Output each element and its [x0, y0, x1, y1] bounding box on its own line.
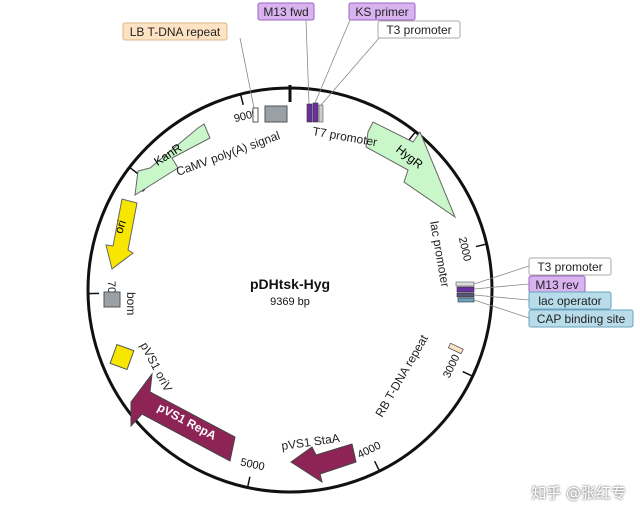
tick-mark — [247, 476, 251, 487]
kanr-arrow — [134, 123, 211, 196]
primer-cluster-top — [306, 102, 324, 123]
t7-promoter-label: T7 promoter — [311, 124, 378, 149]
rb-tdna-block — [447, 342, 464, 355]
svg-text:KS primer: KS primer — [355, 5, 408, 19]
tick-label: 5000 — [239, 456, 265, 473]
tick-mark — [475, 243, 486, 248]
callout-m13-fwd: M13 fwd — [257, 2, 315, 21]
callout-t3-promoter-right: T3 promoter — [528, 257, 612, 276]
tick-label: 4000 — [356, 440, 383, 462]
tick-mark — [129, 167, 139, 175]
lb-tdna-block — [252, 107, 259, 123]
hygr-arrow — [365, 121, 457, 219]
callout-lac-operator: lac operator — [528, 291, 612, 310]
callout-lb-tdna: LB T-DNA repeat — [122, 22, 228, 41]
svg-text:M13 rev: M13 rev — [535, 278, 578, 292]
svg-text:M13 fwd: M13 fwd — [263, 5, 308, 19]
tick-mark — [408, 132, 416, 141]
rb-tdna-label: RB T-DNA repeat — [372, 332, 431, 420]
svg-text:CAP binding site: CAP binding site — [537, 312, 626, 326]
lac-promoter-label: lac promoter — [427, 220, 452, 288]
ori-label: ori — [111, 218, 128, 235]
svg-text:lac operator: lac operator — [538, 294, 601, 308]
bom-block — [103, 291, 121, 308]
pvs1-oriv-block — [109, 343, 135, 371]
tick-mark — [373, 460, 380, 471]
camv-polya-block — [264, 105, 288, 123]
primer-cluster-right — [455, 281, 475, 303]
ori-arrow — [105, 198, 138, 270]
tick-mark — [462, 370, 473, 377]
watermark: 知乎 @张红专 — [531, 484, 626, 502]
tick-label: 2000 — [456, 236, 473, 263]
tick-mark — [240, 94, 244, 106]
callout-m13-rev: M13 rev — [528, 275, 586, 294]
callout-ks-primer: KS primer — [348, 2, 416, 21]
svg-text:T3 promoter: T3 promoter — [537, 260, 602, 274]
pvs1-staa-arrow — [290, 443, 357, 484]
plasmid-name: pDHtsk-Hyg — [250, 276, 330, 292]
bom-label: bom — [124, 292, 138, 315]
callout-cap-binding: CAP binding site — [528, 309, 634, 328]
callout-lines — [239, 19, 530, 319]
plasmid-length: 9369 bp — [270, 296, 310, 308]
svg-text:LB T-DNA repeat: LB T-DNA repeat — [130, 25, 221, 39]
pvs1-repa-arrow — [130, 372, 236, 462]
svg-text:T3 promoter: T3 promoter — [386, 23, 451, 37]
tick-label: 3000 — [441, 353, 462, 380]
callout-t3-promoter-top: T3 promoter — [377, 20, 461, 39]
